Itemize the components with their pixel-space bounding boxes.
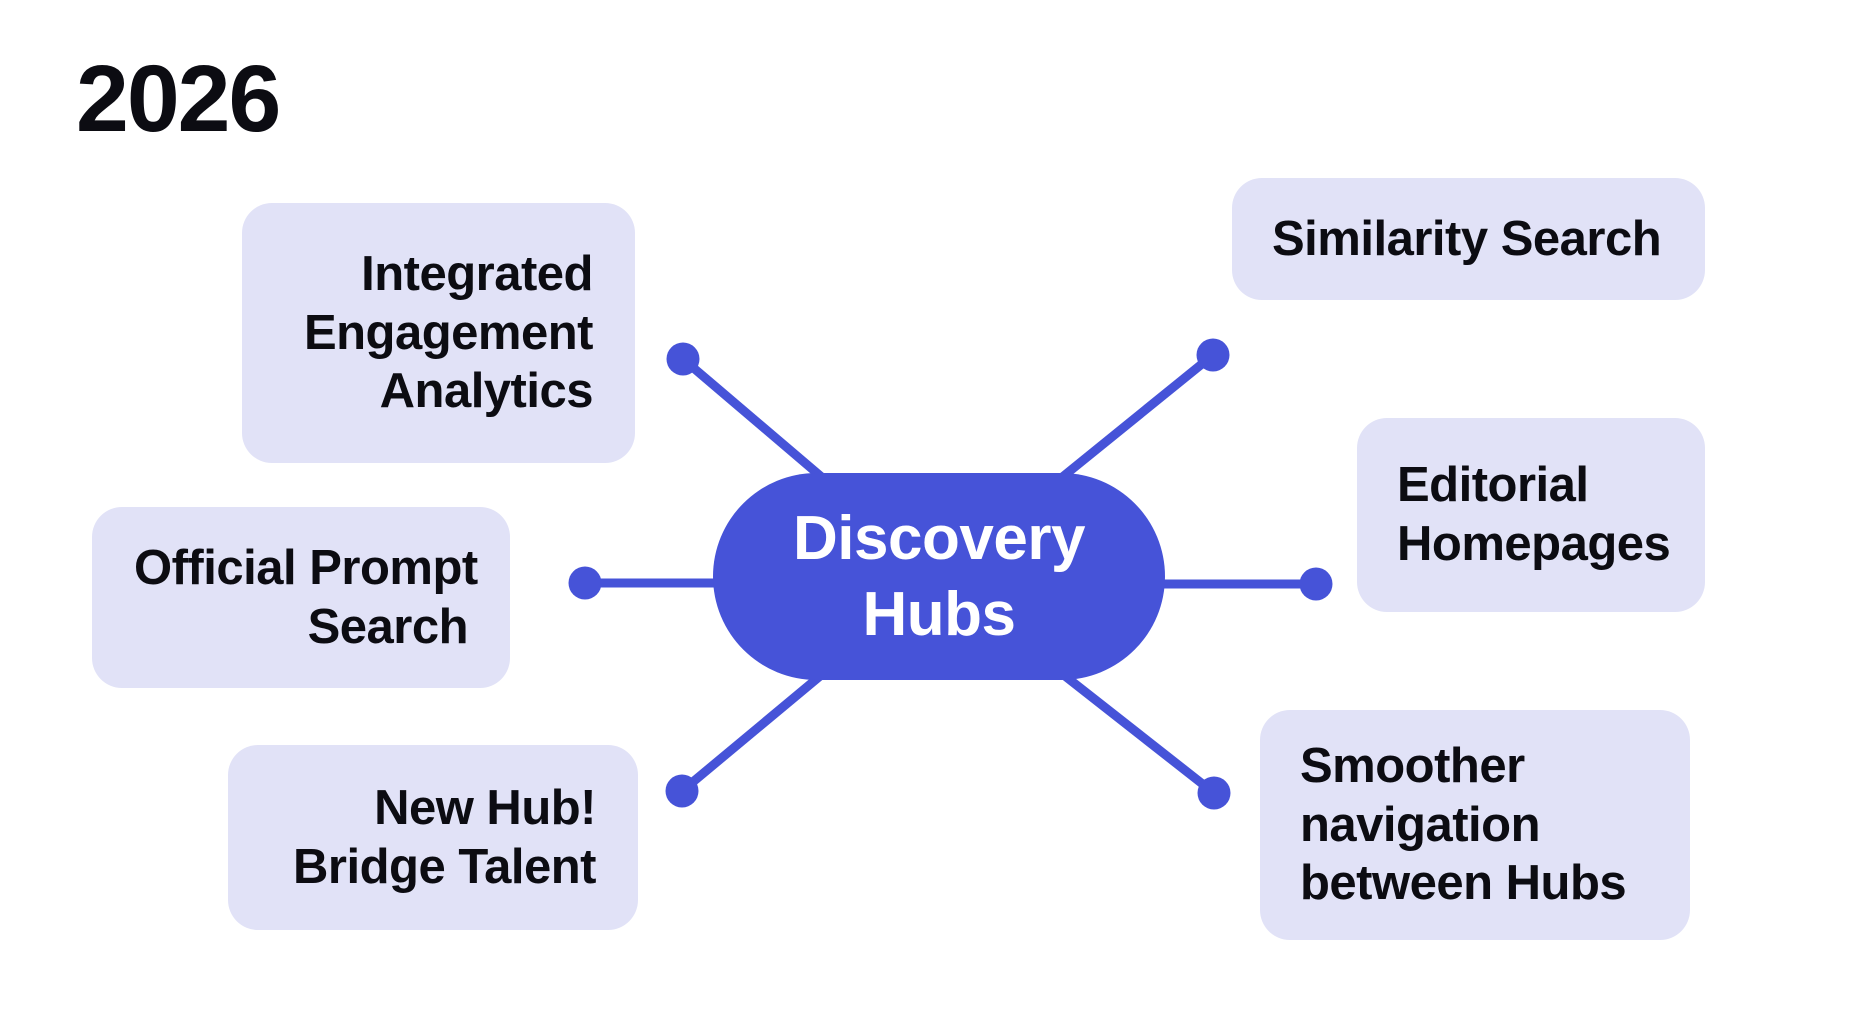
- node-similarity-search: Similarity Search: [1232, 178, 1705, 300]
- connector-dot-bottom-left: [665, 774, 699, 808]
- hub-label-line: Hubs: [862, 579, 1017, 649]
- node-label-line: Search: [307, 599, 469, 654]
- connector-dot-bottom-right: [1197, 776, 1231, 810]
- node-label-line: Similarity Search: [1272, 211, 1662, 266]
- node-label-line: Analytics: [379, 364, 594, 419]
- hub-label-line: Discovery: [793, 503, 1085, 573]
- connector-dot-mid-right: [1299, 567, 1333, 601]
- node-label-line: Homepages: [1397, 517, 1671, 571]
- node-new-hub-bridge-talent: New Hub! Bridge Talent: [228, 745, 638, 930]
- connector-dot-top-right: [1196, 338, 1230, 372]
- node-label-line: between Hubs: [1300, 856, 1627, 911]
- node-label-line: New Hub!: [374, 780, 596, 835]
- node-label-line: Editorial: [1397, 458, 1589, 513]
- node-label-line: Bridge Talent: [293, 839, 596, 894]
- node-smoother-navigation-between-hubs: Smoother navigation between Hubs: [1260, 710, 1690, 940]
- hub-discovery-hubs: Discovery Hubs: [713, 473, 1165, 680]
- node-label-line: Official Prompt: [134, 540, 478, 595]
- page-title: 2026: [76, 46, 281, 152]
- node-integrated-engagement-analytics: Integrated Engagement Analytics: [242, 203, 635, 463]
- connector-dot-top-left: [666, 342, 700, 376]
- node-label-line: Engagement: [303, 305, 594, 360]
- node-label-line: Integrated: [361, 246, 593, 301]
- node-official-prompt-search: Official Prompt Search: [92, 507, 510, 688]
- node-editorial-homepages: Editorial Homepages: [1357, 418, 1705, 612]
- node-label-line: Smoother: [1300, 738, 1525, 793]
- node-label-line: navigation: [1300, 797, 1541, 852]
- connector-dot-mid-left: [568, 566, 602, 600]
